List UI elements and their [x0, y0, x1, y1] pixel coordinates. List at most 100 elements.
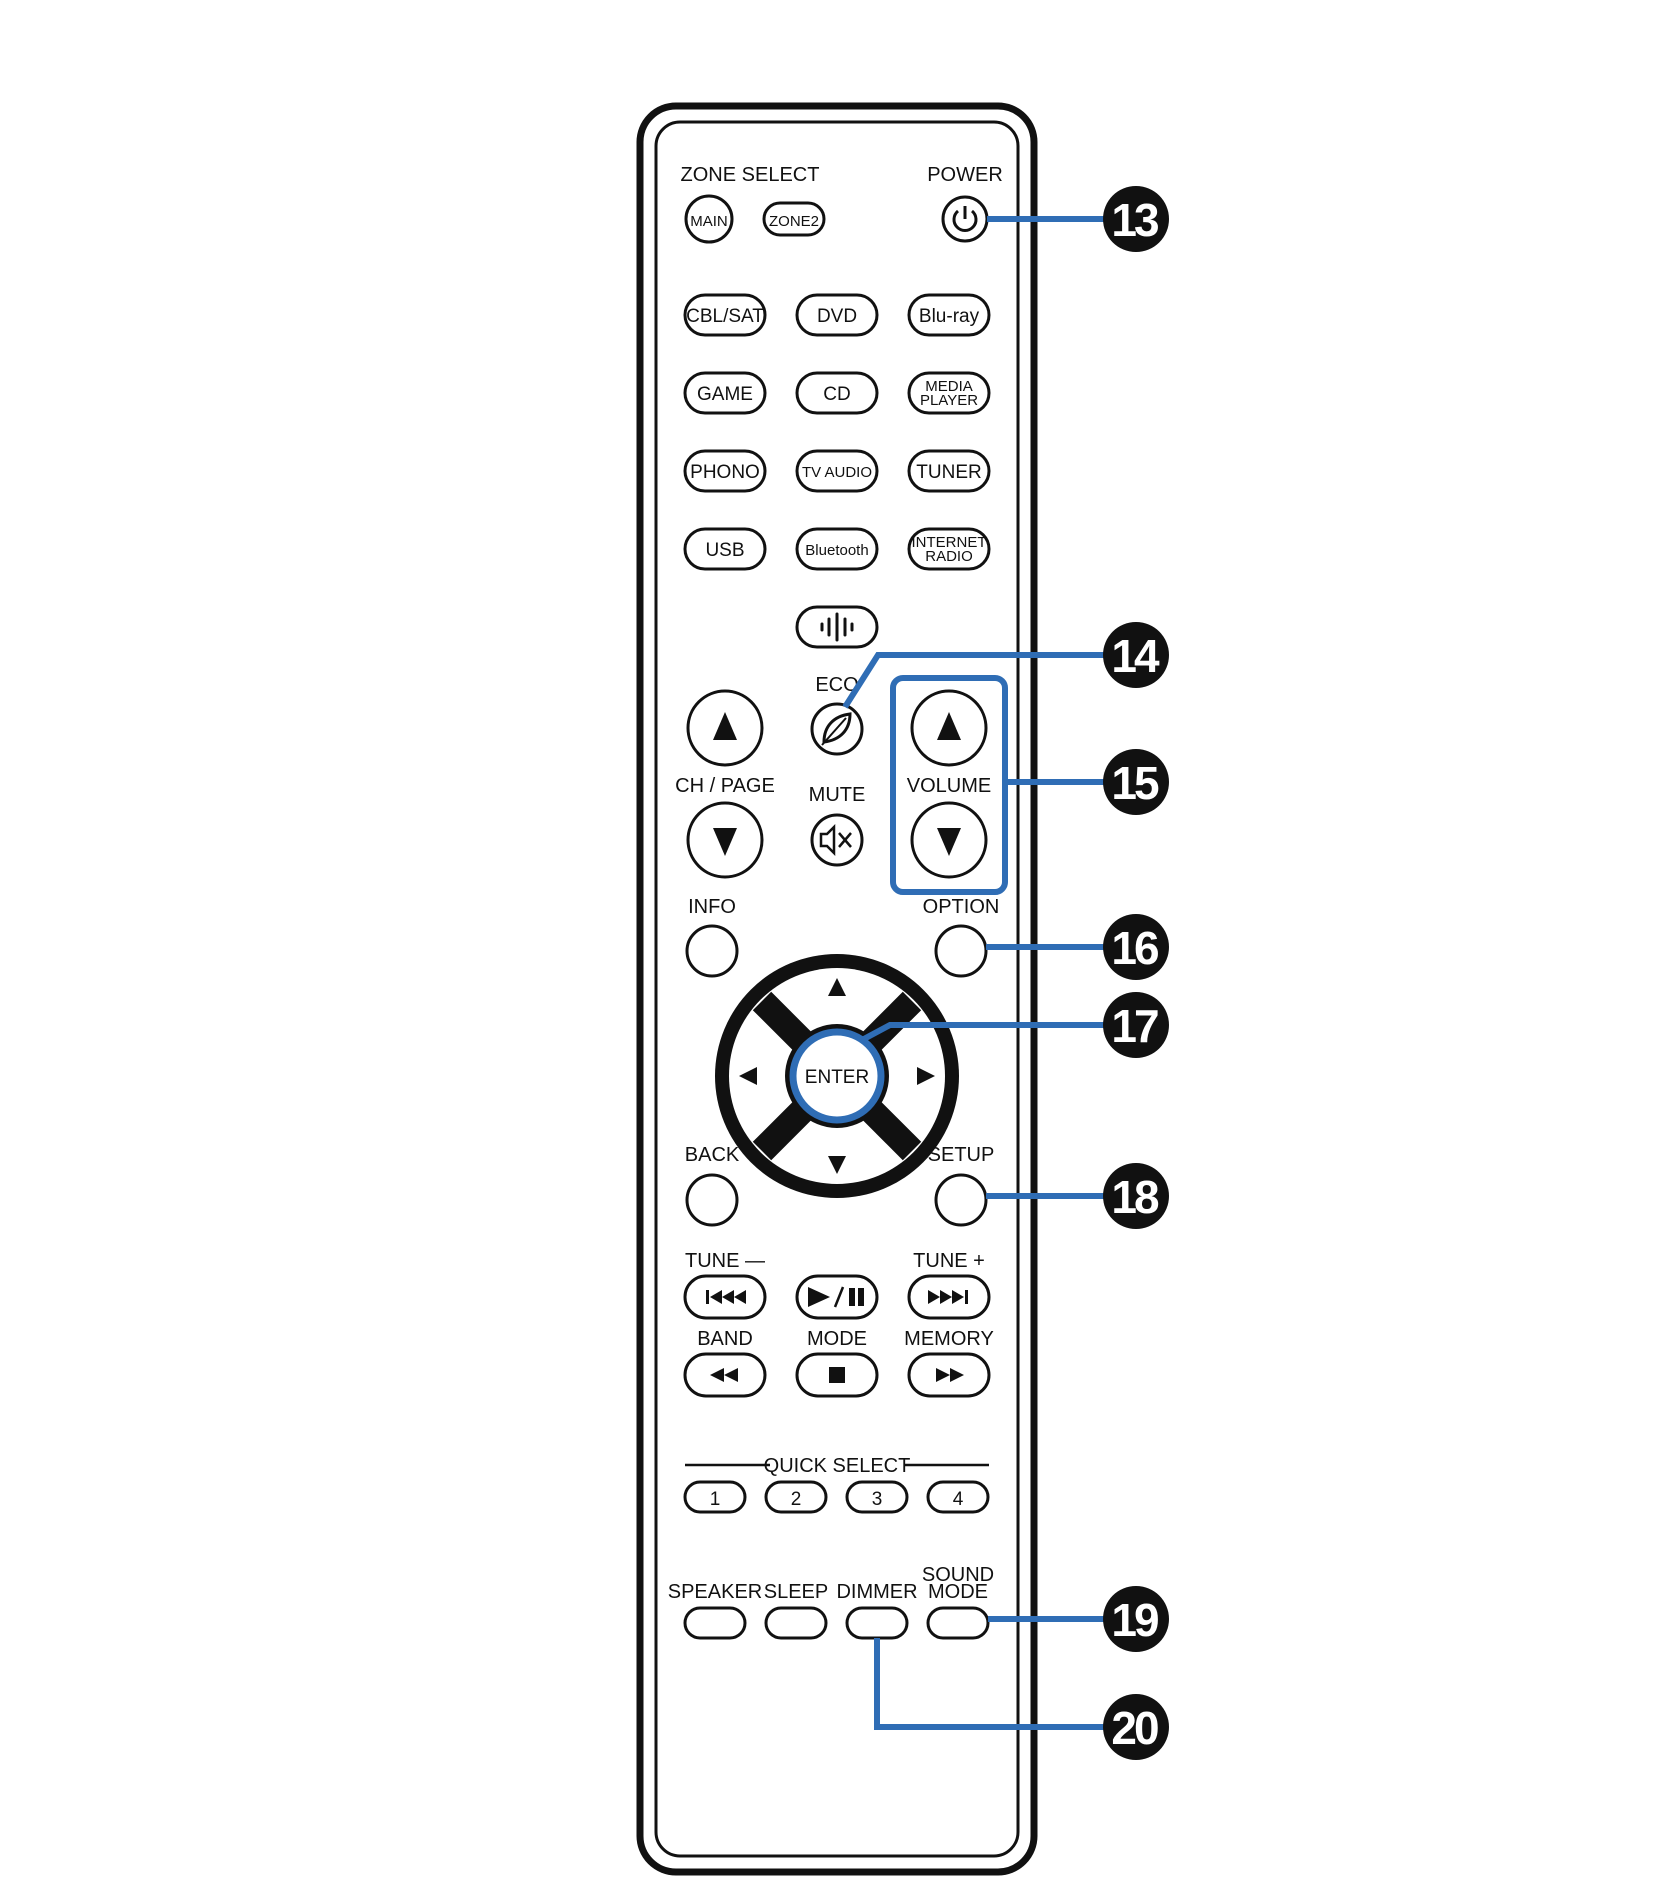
ch-page-down-button[interactable] [686, 801, 764, 879]
volume-down-button[interactable] [910, 801, 988, 879]
svg-text:19: 19 [1111, 1594, 1158, 1646]
cd-label: CD [823, 384, 850, 405]
dimmer-button[interactable] [845, 1606, 909, 1640]
leaf-icon [821, 712, 852, 746]
tuner-label: TUNER [916, 462, 981, 483]
sound-mode-label-2: MODE [928, 1581, 988, 1603]
game-button[interactable]: GAME [683, 371, 767, 415]
ch-page-label: CH / PAGE [675, 775, 775, 797]
tune-plus-label: TUNE + [913, 1250, 985, 1272]
stop-button[interactable] [795, 1352, 879, 1398]
cbl-sat-button[interactable]: CBL/SAT [683, 293, 767, 337]
fast-forward-button[interactable] [907, 1352, 991, 1398]
cursor-left-button[interactable] [739, 1067, 757, 1085]
callout-17: 17 [1103, 992, 1169, 1058]
internet-radio-button[interactable]: INTERNET RADIO [907, 527, 991, 571]
callout-14: 14 [1103, 622, 1169, 688]
enter-button[interactable]: ENTER [789, 1028, 885, 1124]
zone2-button-label: ZONE2 [769, 213, 819, 230]
eco-button[interactable] [810, 702, 864, 756]
power-icon [952, 206, 978, 232]
leader-20 [874, 1638, 1104, 1730]
quick-select-4-button[interactable]: 4 [926, 1480, 990, 1514]
leader-17 [860, 1022, 1104, 1043]
back-label: BACK [685, 1144, 740, 1166]
internet-radio-label-1: INTERNET [912, 534, 987, 551]
cursor-right-button[interactable] [917, 1067, 935, 1085]
quick-select-3-label: 3 [872, 1489, 883, 1510]
bluray-button[interactable]: Blu-ray [907, 293, 991, 337]
speaker-button[interactable] [683, 1606, 747, 1640]
bluetooth-label: Bluetooth [805, 542, 868, 559]
triangle-down-icon [937, 828, 961, 856]
power-button[interactable] [941, 195, 989, 243]
triangle-up-icon [713, 712, 737, 740]
heos-button[interactable] [795, 605, 879, 649]
tv-audio-label: TV AUDIO [802, 464, 872, 481]
mute-button[interactable] [810, 813, 864, 867]
phono-label: PHONO [690, 462, 760, 483]
svg-text:18: 18 [1111, 1171, 1159, 1223]
speaker-mute-icon [819, 823, 852, 857]
option-button[interactable] [934, 924, 988, 978]
quick-select-1-button[interactable]: 1 [683, 1480, 747, 1514]
sound-mode-button[interactable] [926, 1606, 990, 1640]
triangle-down-icon [713, 828, 737, 856]
quick-select-2-label: 2 [791, 1489, 802, 1510]
info-button[interactable] [685, 924, 739, 978]
svg-text:13: 13 [1111, 194, 1158, 246]
volume-up-button[interactable] [910, 689, 988, 767]
skip-back-button[interactable] [683, 1274, 767, 1320]
dvd-label: DVD [817, 306, 857, 327]
triangle-up-icon [937, 712, 961, 740]
svg-text:20: 20 [1111, 1702, 1158, 1754]
cursor-down-button[interactable] [828, 1156, 846, 1174]
enter-label: ENTER [805, 1067, 869, 1088]
quick-select-3-button[interactable]: 3 [845, 1480, 909, 1514]
callout-20: 20 [1103, 1694, 1169, 1760]
info-label: INFO [688, 896, 736, 918]
band-label: BAND [697, 1328, 753, 1350]
cursor-up-button[interactable] [828, 978, 846, 996]
callout-13: 13 [1103, 186, 1169, 252]
zone-select-label: ZONE SELECT [681, 164, 820, 186]
tv-audio-button[interactable]: TV AUDIO [795, 449, 879, 493]
sleep-label: SLEEP [764, 1581, 828, 1603]
callout-18: 18 [1103, 1163, 1169, 1229]
eco-label: ECO [815, 674, 858, 696]
rewind-button[interactable] [683, 1352, 767, 1398]
usb-button[interactable]: USB [683, 527, 767, 571]
bluray-label: Blu-ray [919, 306, 980, 327]
media-player-label-1: MEDIA [925, 378, 973, 395]
cd-button[interactable]: CD [795, 371, 879, 415]
bluetooth-button[interactable]: Bluetooth [795, 527, 879, 571]
media-player-button[interactable]: MEDIA PLAYER [907, 371, 991, 415]
main-button[interactable]: MAIN [684, 194, 734, 244]
quick-select-2-button[interactable]: 2 [764, 1480, 828, 1514]
tuner-button[interactable]: TUNER [907, 449, 991, 493]
dimmer-label: DIMMER [836, 1581, 917, 1603]
back-button[interactable] [685, 1173, 739, 1227]
callout-15: 15 [1103, 749, 1169, 815]
skip-forward-button[interactable] [907, 1274, 991, 1320]
skip-forward-icon [928, 1290, 968, 1304]
ch-page-up-button[interactable] [686, 689, 764, 767]
sleep-button[interactable] [764, 1606, 828, 1640]
heos-icon [820, 612, 854, 642]
svg-text:15: 15 [1111, 757, 1159, 809]
dvd-button[interactable]: DVD [795, 293, 879, 337]
main-button-label: MAIN [690, 213, 728, 230]
phono-button[interactable]: PHONO [683, 449, 767, 493]
svg-text:14: 14 [1111, 630, 1160, 682]
media-player-label-2: PLAYER [920, 392, 978, 409]
remote-body-inner [654, 120, 1020, 1858]
play-pause-button[interactable] [795, 1274, 879, 1320]
svg-text:16: 16 [1111, 922, 1158, 974]
setup-button[interactable] [934, 1173, 988, 1227]
sound-mode-label-1: SOUND [922, 1564, 994, 1586]
quick-select-label: QUICK SELECT [764, 1455, 911, 1477]
cbl-sat-label: CBL/SAT [686, 306, 764, 327]
zone2-button[interactable]: ZONE2 [762, 201, 826, 237]
tune-minus-label: TUNE — [685, 1250, 765, 1272]
